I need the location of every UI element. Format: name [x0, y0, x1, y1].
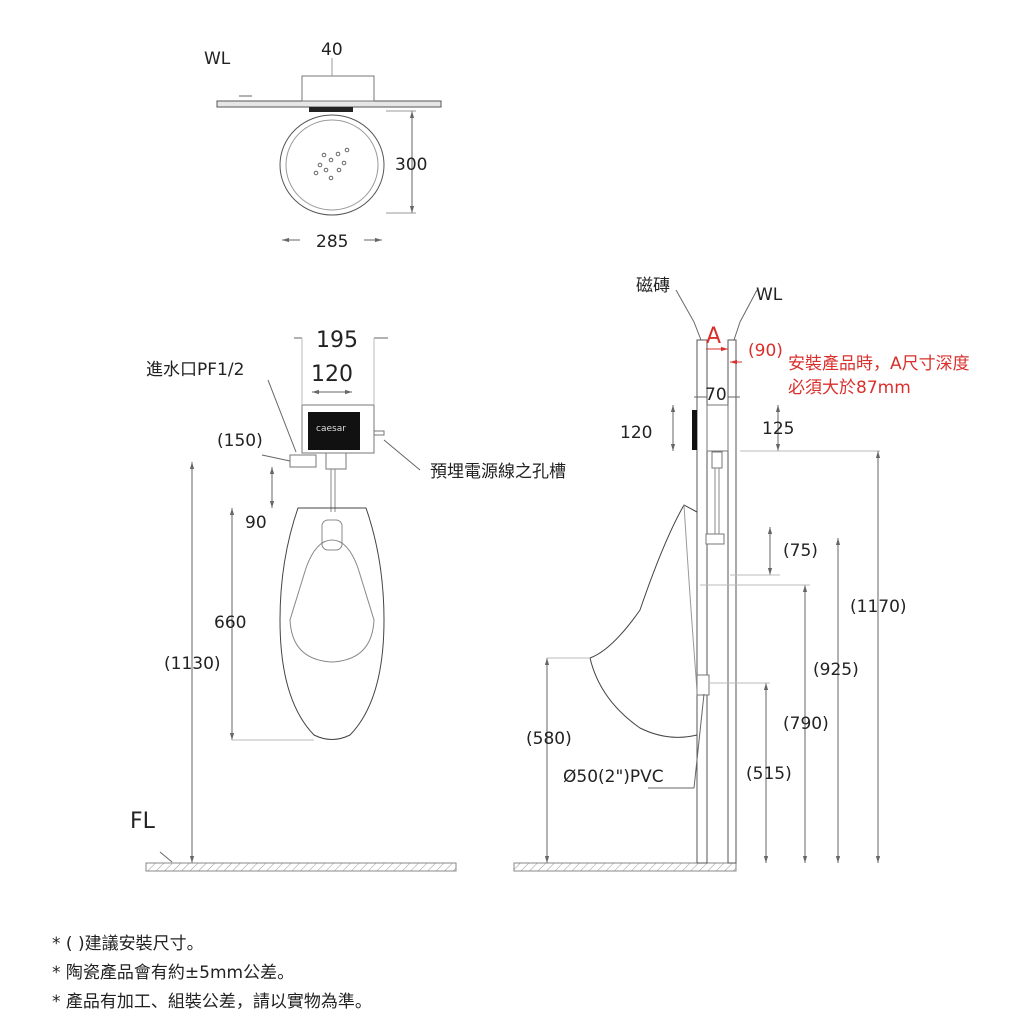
- side-height-1170: (1170): [850, 597, 907, 617]
- top-bowl-inner: [285, 119, 379, 211]
- side-a-note-line1: 安裝產品時，A尺寸深度: [788, 354, 970, 374]
- side-a-label: A: [706, 324, 721, 349]
- side-tile-label: 磁磚: [636, 276, 670, 296]
- top-bowl-outer: [279, 114, 385, 216]
- footnotes: * ( )建議安裝尺寸。 * 陶瓷產品會有約±5mm公差。 * 產品有加工、組裝…: [52, 930, 372, 1017]
- top-width-40: 40: [321, 40, 343, 60]
- side-height-790: (790): [783, 714, 829, 734]
- side-height-125: 125: [762, 419, 794, 439]
- side-a-note-line2: 必須大於87mm: [788, 378, 911, 398]
- side-floor: [513, 862, 737, 872]
- front-height-90: 90: [245, 513, 267, 533]
- front-conduit-label: 預埋電源線之孔槽: [430, 462, 566, 482]
- side-height-515: (515): [746, 764, 792, 784]
- top-wall-plate: [216, 100, 442, 108]
- top-view: [216, 58, 442, 243]
- front-urinal-outer: [279, 507, 385, 740]
- front-sensor-panel: [308, 412, 360, 450]
- side-height-580: (580): [526, 729, 572, 749]
- front-urinal-inner: [289, 539, 375, 663]
- top-sensor-box: [301, 75, 375, 102]
- top-wl-label: WL: [204, 49, 231, 69]
- front-width-120: 120: [311, 362, 353, 387]
- side-height-925: (925): [813, 660, 859, 680]
- front-view: [145, 337, 457, 872]
- top-drain-holes: [313, 147, 350, 181]
- side-sensor-box: [706, 404, 729, 452]
- top-sensor-bracket: [309, 107, 353, 112]
- side-height-75: (75): [783, 541, 818, 561]
- side-height-120: 120: [620, 423, 652, 443]
- side-view: [513, 289, 881, 872]
- side-wall: [727, 339, 737, 864]
- side-width-70: 70: [705, 385, 727, 405]
- footnote-2: * 陶瓷產品會有約±5mm公差。: [52, 963, 295, 983]
- footnote-1: * ( )建議安裝尺寸。: [52, 934, 204, 954]
- side-pipe-label: Ø50(2")PVC: [563, 767, 664, 787]
- front-brand-logo: caesar: [316, 424, 346, 434]
- side-wl-label: WL: [756, 285, 783, 305]
- footnote-3: * 產品有加工、組裝公差，請以實物為準。: [52, 992, 372, 1012]
- top-depth-300: 300: [395, 155, 427, 175]
- front-offset-150: (150): [217, 431, 263, 451]
- front-inlet-label: 進水口PF1/2: [146, 360, 244, 380]
- front-fl-label: FL: [130, 809, 156, 834]
- front-floor: [145, 862, 457, 872]
- side-wall-tile: [696, 339, 708, 864]
- top-width-285: 285: [316, 232, 348, 252]
- front-height-1130: (1130): [164, 654, 221, 674]
- front-width-195: 195: [316, 328, 358, 353]
- side-a-90: (90): [748, 341, 783, 361]
- front-height-660: 660: [214, 613, 246, 633]
- side-urinal-body: [589, 504, 698, 738]
